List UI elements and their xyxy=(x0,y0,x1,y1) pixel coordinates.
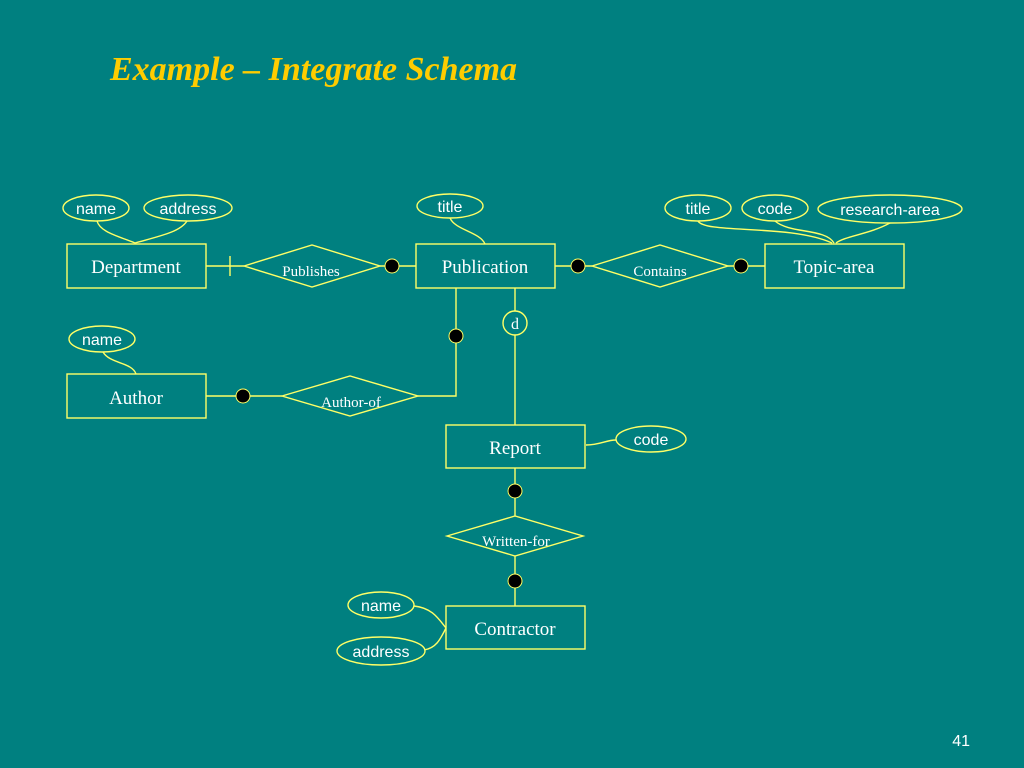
entity-department: Department xyxy=(66,243,207,289)
attribute-department-address: address xyxy=(143,194,233,222)
attribute-contractor-address: address xyxy=(336,636,426,666)
entity-publication: Publication xyxy=(415,243,556,289)
entity-publication-label: Publication xyxy=(442,257,529,278)
attribute-publication-title: title xyxy=(416,193,484,219)
many-dot-contractor-written-for xyxy=(507,573,523,589)
many-dot-topic-area-contains xyxy=(733,258,749,274)
attribute-topic-research-area: research-area xyxy=(817,194,963,224)
entity-report-label: Report xyxy=(489,438,541,459)
entity-author: Author xyxy=(66,373,207,419)
specialization-disjoint-label: d xyxy=(511,316,519,333)
relationship-contains: Contains xyxy=(589,244,731,288)
relationship-publishes-label: Publishes xyxy=(282,264,340,280)
attribute-report-code-label: code xyxy=(634,432,669,449)
slide-title: Example – Integrate Schema xyxy=(110,51,518,88)
entity-contractor: Contractor xyxy=(445,605,586,650)
relationship-publishes: Publishes xyxy=(241,244,383,288)
attribute-department-name: name xyxy=(62,194,130,222)
relationship-author-of-label: Author-of xyxy=(321,395,381,411)
attribute-department-address-label: address xyxy=(160,201,217,218)
many-dot-publication-author-of xyxy=(448,328,464,344)
entity-topic-area-label: Topic-area xyxy=(794,257,876,278)
relationship-contains-label: Contains xyxy=(633,264,686,280)
connector-department-name xyxy=(96,220,136,244)
connector-topic-research-area xyxy=(835,222,891,244)
entity-contractor-label: Contractor xyxy=(474,619,556,640)
entity-author-label: Author xyxy=(109,388,164,409)
entity-report: Report xyxy=(445,424,586,469)
many-dot-report-written-for xyxy=(507,483,523,499)
attribute-publication-title-label: title xyxy=(438,199,463,216)
attribute-contractor-name-label: name xyxy=(361,598,401,615)
connector-report-code xyxy=(585,439,617,446)
line-publication-author-of xyxy=(418,288,457,397)
attribute-contractor-address-label: address xyxy=(353,644,410,661)
attribute-author-name: name xyxy=(68,325,136,353)
attribute-report-code: code xyxy=(615,425,687,453)
attribute-topic-code-label: code xyxy=(758,201,793,218)
connector-topic-title xyxy=(697,220,833,244)
many-dot-publication-publishes xyxy=(384,258,400,274)
connector-contractor-name xyxy=(413,605,447,629)
many-dot-author-author-of xyxy=(235,388,251,404)
attribute-topic-code: code xyxy=(741,194,809,222)
cardinality-dots xyxy=(235,258,749,589)
attribute-topic-research-area-label: research-area xyxy=(840,202,940,219)
connector-contractor-address xyxy=(423,627,447,651)
relationship-written-for: Written-for xyxy=(444,515,586,557)
entity-department-label: Department xyxy=(91,257,181,278)
connector-publication-title xyxy=(449,217,486,245)
attribute-author-name-label: name xyxy=(82,332,122,349)
attribute-topic-title: title xyxy=(664,194,732,222)
relationship-written-for-label: Written-for xyxy=(482,534,550,550)
specialization-disjoint: d xyxy=(502,310,528,336)
connector-topic-code xyxy=(774,220,835,244)
connector-author-name xyxy=(102,351,137,375)
many-dot-publication-contains xyxy=(570,258,586,274)
attribute-topic-title-label: title xyxy=(686,201,711,218)
connector-department-address xyxy=(134,220,188,244)
attribute-contractor-name: name xyxy=(347,591,415,619)
relationship-author-of: Author-of xyxy=(279,375,421,417)
attribute-department-name-label: name xyxy=(76,201,116,218)
entity-topic-area: Topic-area xyxy=(764,243,905,289)
slide-number: 41 xyxy=(952,733,970,750)
